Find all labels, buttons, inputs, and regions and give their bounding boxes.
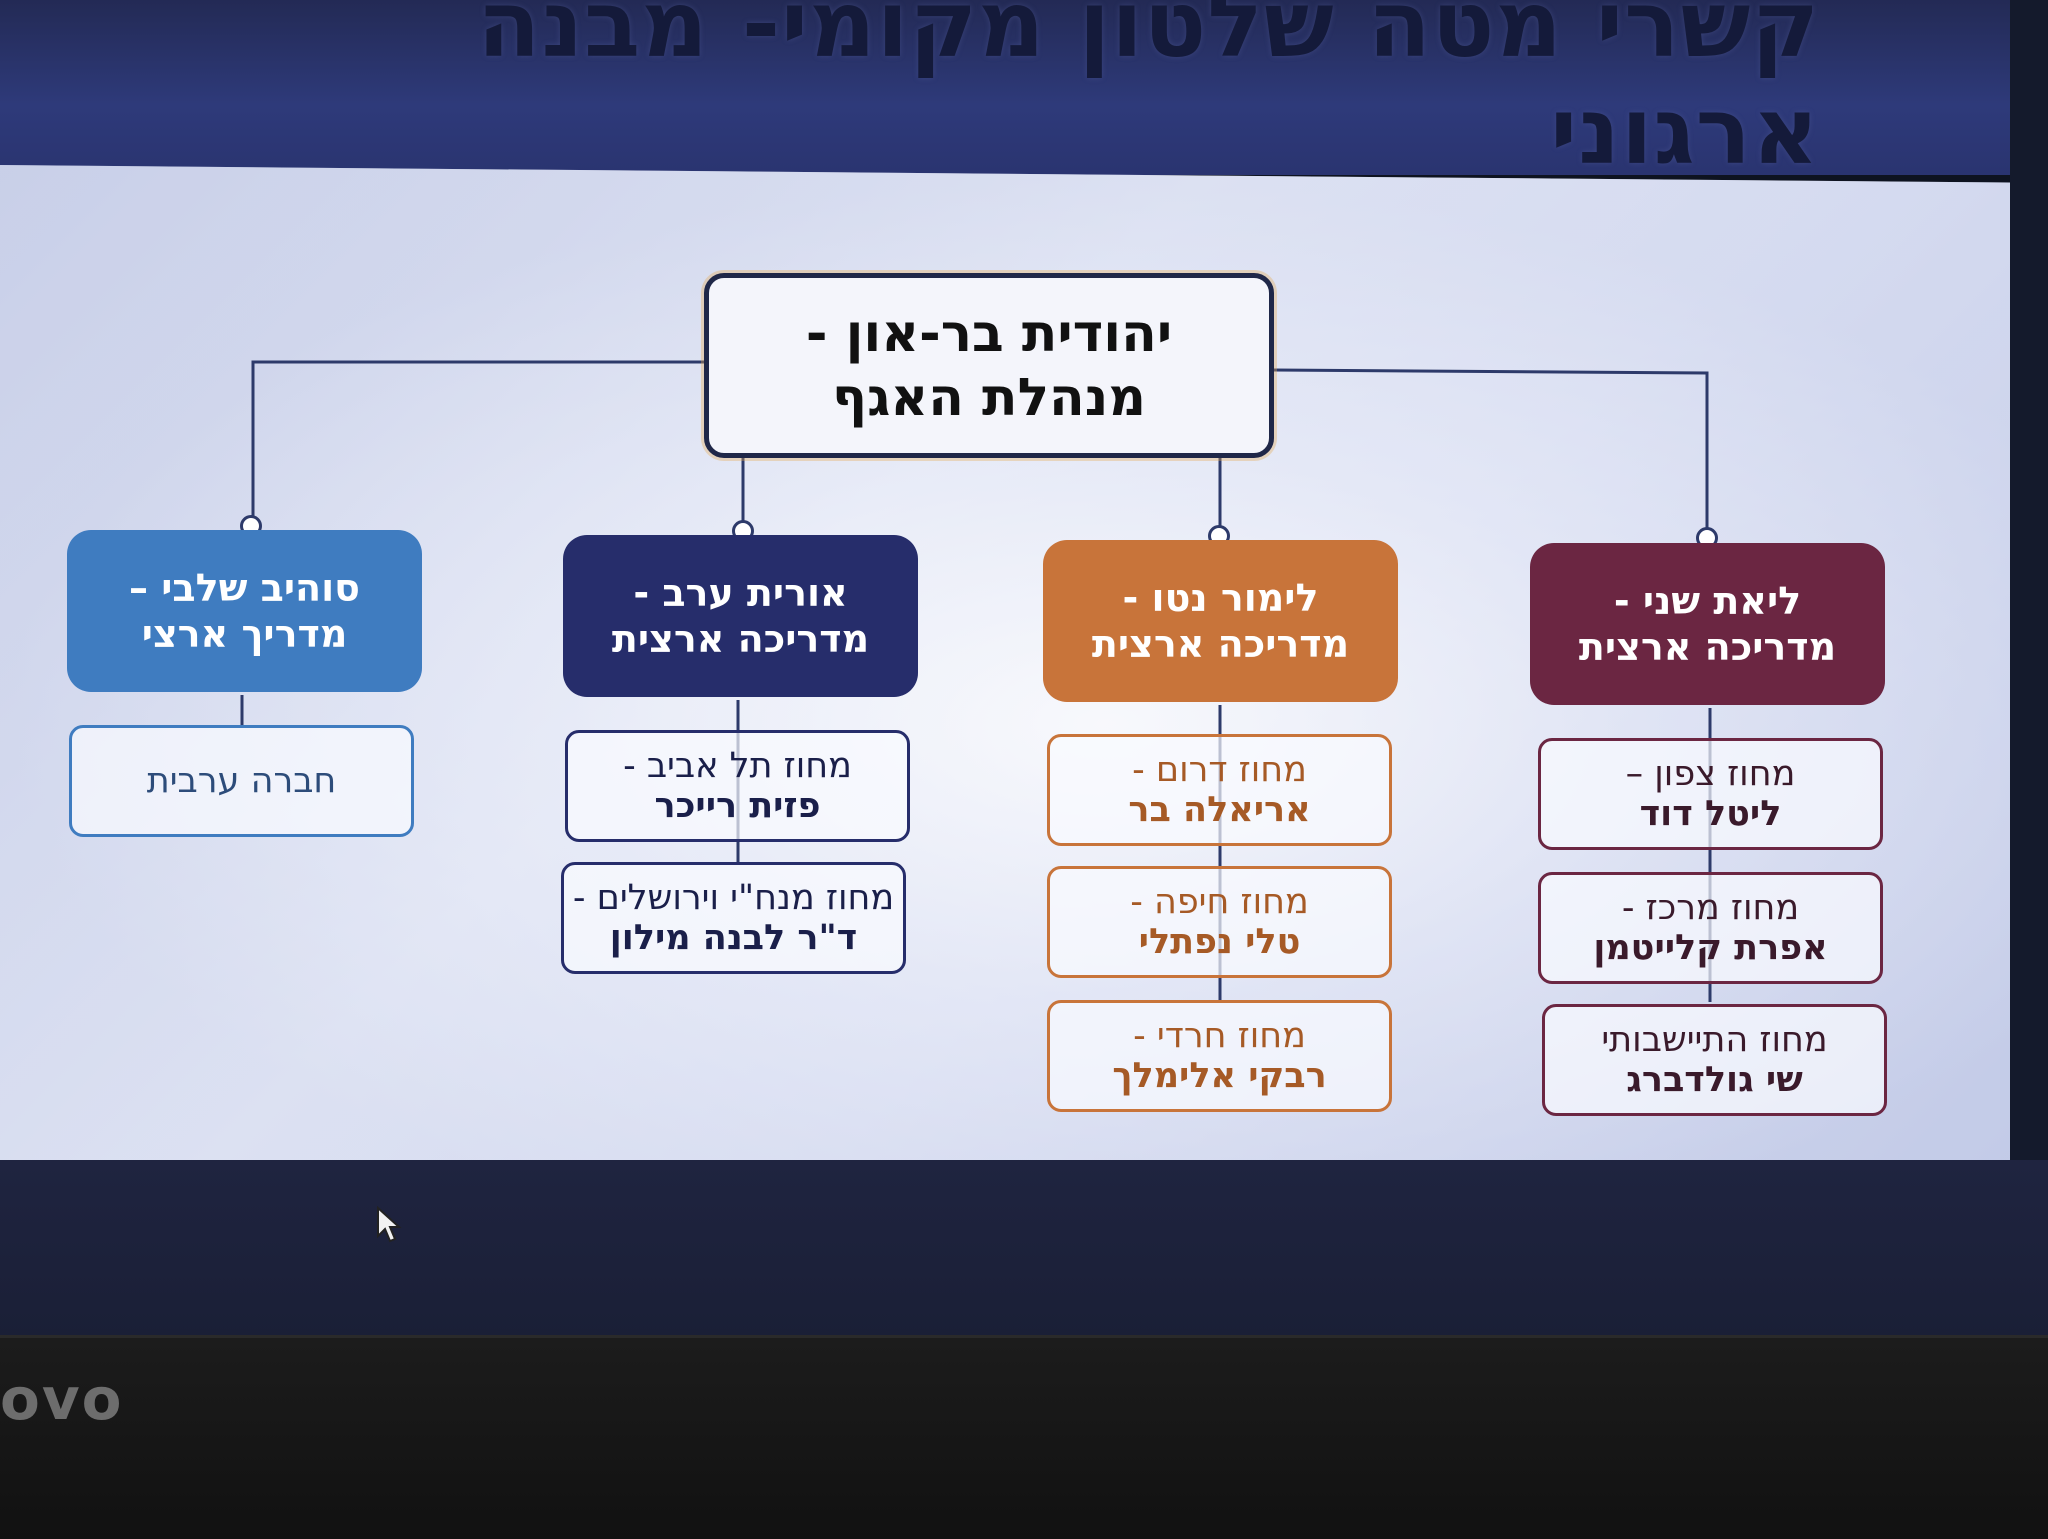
child-district: חברה ערבית [146,761,337,801]
head-node-liat: ליאת שני - מדריכה ארצית [1530,543,1885,705]
child-district: מחוז חרדי - [1133,1016,1306,1056]
child-person: טלי נפתלי [1138,922,1301,962]
head-role: מדריכה ארצית [1578,625,1837,669]
child-node-haredi: מחוז חרדי - רבקי אלימלך [1047,1000,1392,1112]
head-role: מדריך ארצי [141,612,348,656]
child-district: מחוז צפון – [1625,754,1796,794]
child-person: אפרת קלייטמן [1593,928,1828,968]
child-district: מחוז מרכז - [1621,888,1800,928]
slide-title: קשרי מטה שלטון מקומי- מבנה ארגוני [477,0,1820,185]
child-person: פזית רייכר [654,786,821,826]
head-node-limor: לימור נטו - מדריכה ארצית [1043,540,1398,702]
head-node-suhaib: סוהיב שלבי – מדריך ארצי [67,530,422,692]
child-node-arab-society: חברה ערבית [69,725,414,837]
child-person: ליטל דוד [1639,794,1782,834]
child-node-north: מחוז צפון – ליטל דוד [1538,738,1883,850]
monitor-bezel [0,1335,2048,1539]
child-node-tel-aviv: מחוז תל אביב - פזית רייכר [565,730,910,842]
child-district: מחוז חיפה - [1130,882,1309,922]
child-node-jerusalem: מחוז מנח"י וירושלים - ד"ר לבנה מילון [561,862,906,974]
brand-logo: ovo [0,1365,124,1433]
child-node-center: מחוז מרכז - אפרת קלייטמן [1538,872,1883,984]
child-node-south: מחוז דרום - אריאלה בר [1047,734,1392,846]
root-role: מנהלת האגף [832,367,1146,428]
head-name: סוהיב שלבי – [129,566,360,610]
head-name: לימור נטו - [1122,576,1319,620]
child-district: מחוז תל אביב - [623,746,852,786]
child-person: רבקי אלימלך [1112,1056,1327,1096]
head-name: אורית ערב - [633,571,848,615]
slide-title-bar [0,0,2048,175]
head-role: מדריכה ארצית [1091,622,1350,666]
presentation-footer-band [0,1160,2048,1340]
child-node-settlement: מחוז התיישבותי שי גולדברג [1542,1004,1887,1116]
head-node-orit: אורית ערב - מדריכה ארצית [563,535,918,697]
head-name: ליאת שני - [1613,579,1802,623]
screen-edge [2010,0,2048,1340]
root-node-manager: יהודית בר-און - מנהלת האגף [704,273,1274,458]
root-name: יהודית בר-און - [805,303,1173,364]
child-node-haifa: מחוז חיפה - טלי נפתלי [1047,866,1392,978]
head-role: מדריכה ארצית [611,617,870,661]
child-district: מחוז התיישבותי [1601,1020,1828,1060]
child-district: מחוז דרום - [1132,750,1307,790]
child-person: ד"ר לבנה מילון [609,918,858,958]
child-person: אריאלה בר [1128,790,1311,830]
child-person: שי גולדברג [1626,1060,1803,1100]
child-district: מחוז מנח"י וירושלים - [572,878,895,918]
